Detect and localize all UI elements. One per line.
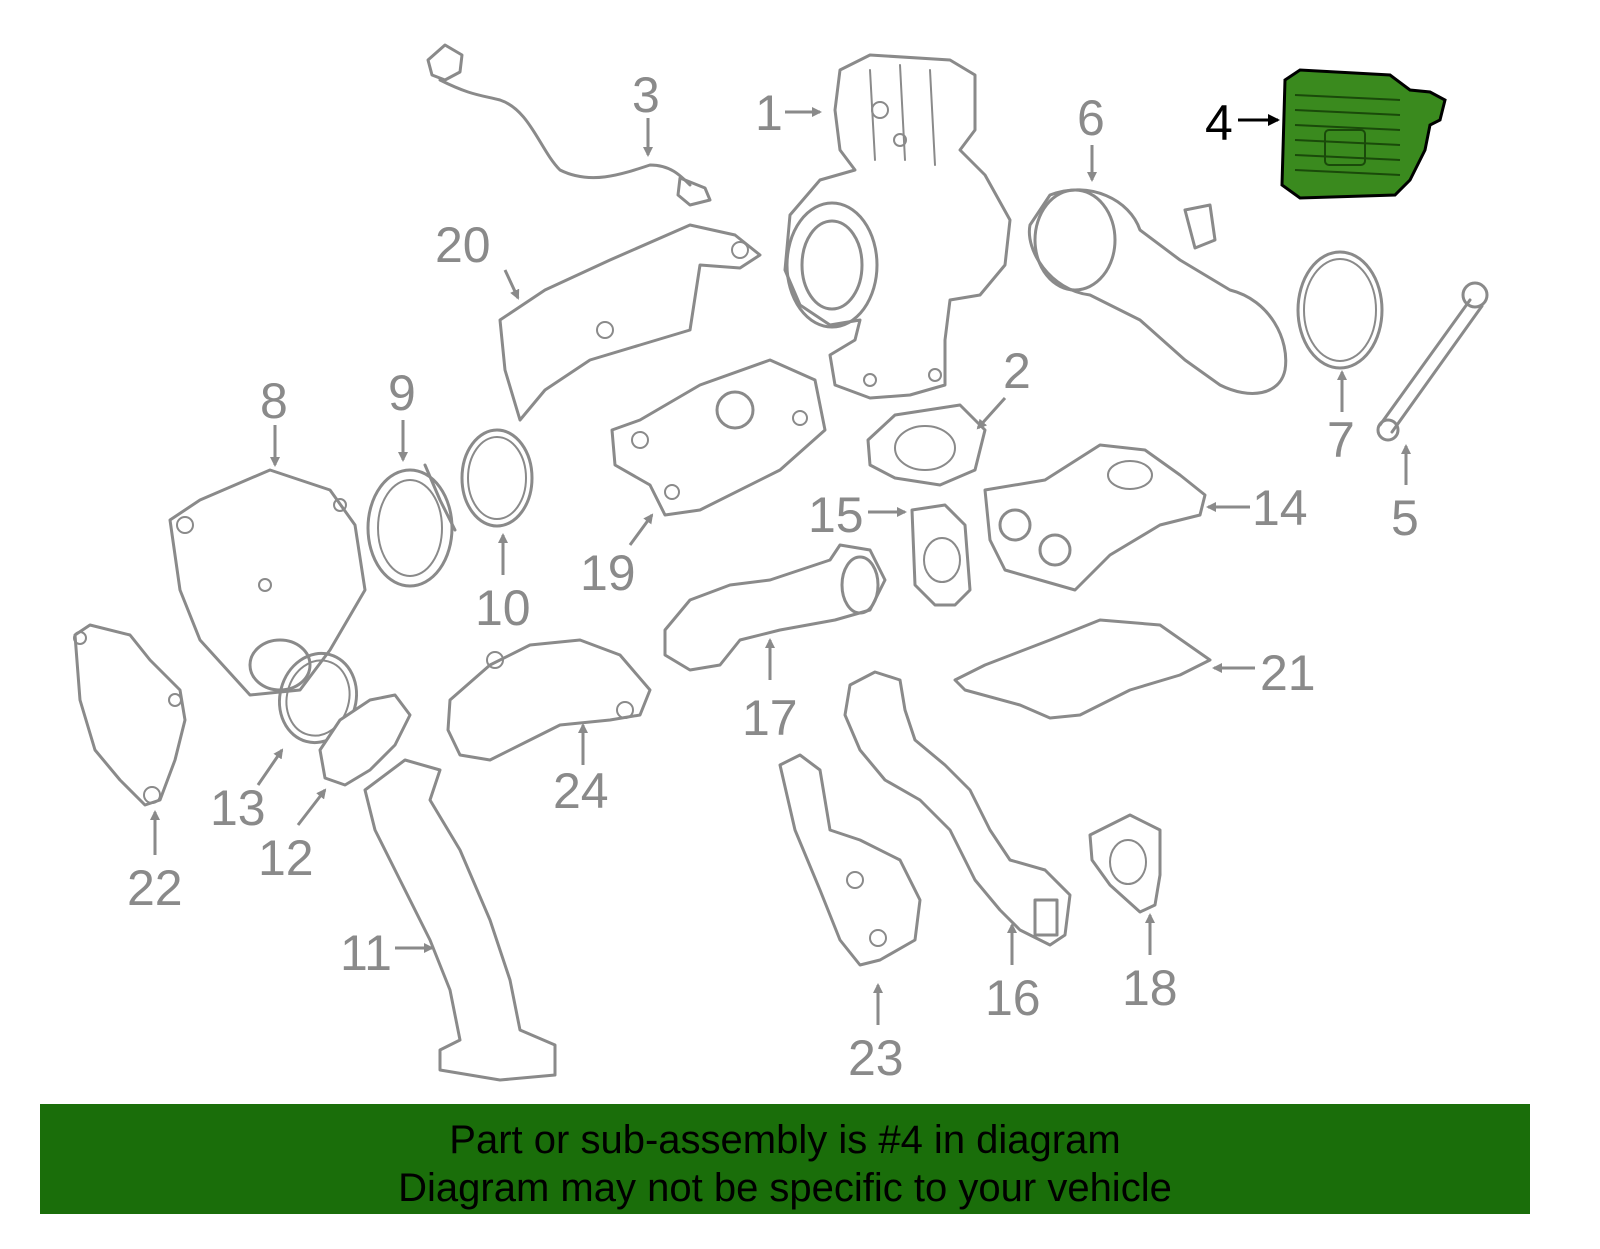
callout-19: 19 [580,545,636,601]
callout-7: 7 [1327,412,1355,468]
part-24-elbow[interactable] [446,638,652,762]
part-16-pipe[interactable] [843,670,1072,947]
part-2-gasket[interactable] [866,403,987,487]
part-15-gasket[interactable] [910,503,972,607]
part-8-housing[interactable] [168,468,367,697]
callout-2: 2 [1003,343,1031,399]
part-22-plate[interactable] [73,623,187,807]
callout-9: 9 [388,365,416,421]
callout-13: 13 [210,780,266,836]
part-10-gasket[interactable] [460,428,534,528]
part-1-turbocharger[interactable] [783,53,1012,400]
part-20-heat-shield[interactable] [498,223,762,422]
callout-11: 11 [340,925,392,981]
part-21-shield[interactable] [953,618,1212,720]
callout-24: 24 [553,763,609,819]
info-banner: Part or sub-assembly is #4 in diagram Di… [40,1104,1530,1214]
callout-18: 18 [1122,960,1178,1016]
callout-12: 12 [258,830,314,886]
part-7-gasket[interactable] [1296,250,1384,370]
part-9-clamp[interactable] [366,463,457,588]
callout-1: 1 [755,85,783,141]
callout-10: 10 [475,580,531,636]
callout-17: 17 [742,690,798,746]
callouts: 1 2 3 4 5 6 7 8 9 10 11 12 13 14 15 16 1… [127,67,1419,1086]
callout-5: 5 [1391,490,1419,546]
part-5-rod[interactable] [1376,281,1489,442]
callout-3: 3 [632,67,660,123]
leader-lines [150,107,1411,1025]
callout-16: 16 [985,970,1041,1026]
part-4-actuator-highlighted[interactable] [1280,68,1447,200]
callout-22: 22 [127,860,183,916]
banner-line-2: Diagram may not be specific to your vehi… [398,1166,1172,1210]
callout-23: 23 [848,1030,904,1086]
part-14-manifold[interactable] [983,443,1207,592]
callout-15: 15 [808,487,864,543]
banner-line-1: Part or sub-assembly is #4 in diagram [449,1118,1121,1162]
part-23-shield[interactable] [778,753,922,967]
callout-20: 20 [435,217,491,273]
part-6-pipe[interactable] [1027,188,1288,395]
part-18-gasket[interactable] [1088,813,1162,914]
callout-21: 21 [1260,645,1316,701]
part-13-gasket[interactable] [270,645,367,752]
callout-14: 14 [1252,480,1308,536]
part-19-shield[interactable] [610,358,827,517]
part-17-tube[interactable] [663,543,887,672]
callout-6: 6 [1077,90,1105,146]
part-11-downpipe[interactable] [363,758,557,1082]
callout-8: 8 [260,373,288,429]
part-3-sensor[interactable] [426,43,712,207]
part-12-clamp[interactable] [318,693,412,787]
callout-4: 4 [1205,95,1233,151]
